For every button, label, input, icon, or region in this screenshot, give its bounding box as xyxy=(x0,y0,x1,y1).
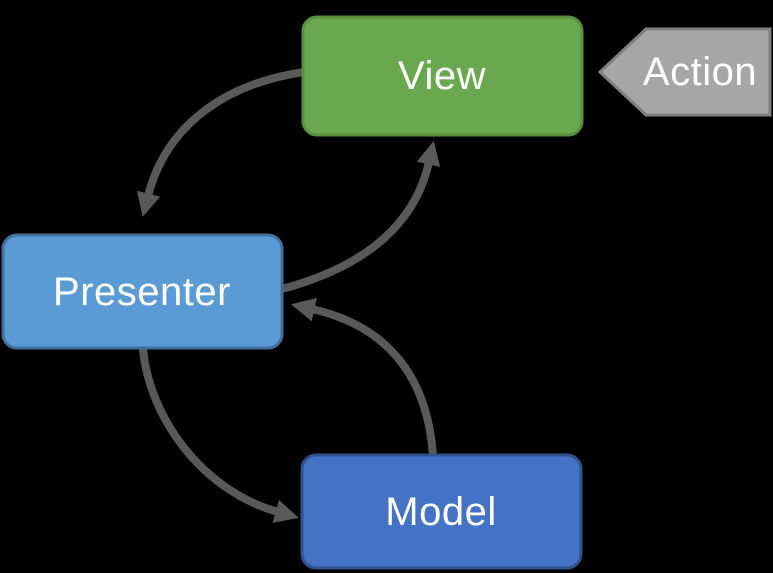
connector-presenter-to-view xyxy=(280,140,441,293)
connector-model-to-presenter xyxy=(290,297,437,457)
presenter-node xyxy=(1,233,284,350)
view-node xyxy=(301,15,584,137)
presenter-label: Presenter xyxy=(53,270,231,314)
action-label: Action xyxy=(643,50,757,94)
connector-presenter-to-model xyxy=(139,348,299,523)
connector-view-to-presenter xyxy=(136,68,305,217)
action-pointer-shape xyxy=(597,27,772,117)
model-label: Model xyxy=(385,490,496,534)
view-label: View xyxy=(398,54,486,98)
model-node xyxy=(300,453,583,570)
